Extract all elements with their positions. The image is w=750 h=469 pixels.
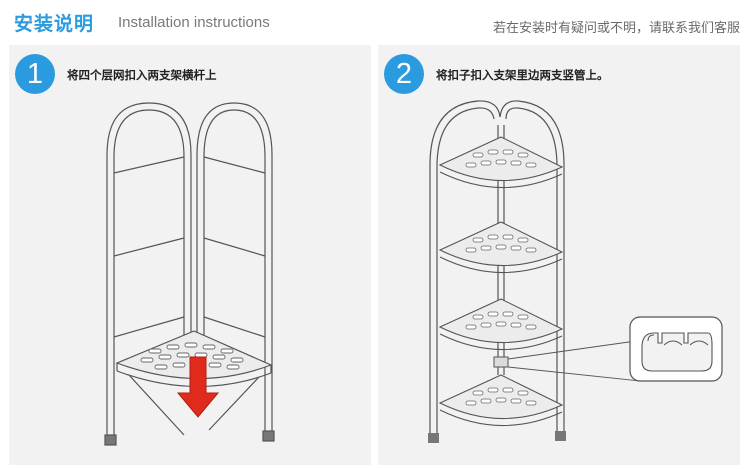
step-2-number: 2	[384, 54, 424, 94]
step-2-illustration	[428, 100, 723, 443]
header: 安装说明 Installation instructions 若在安装时有疑问或…	[0, 0, 750, 40]
page-subtitle: Installation instructions	[118, 14, 270, 31]
step-1-panel: 1 将四个层网扣入两支架横杆上	[9, 45, 371, 465]
step-2-text: 将扣子扣入支架里边两支竖管上。	[436, 68, 609, 82]
step-1-number: 1	[15, 54, 55, 94]
step-2-panel: 2 将扣子扣入支架里边两支竖管上。	[378, 45, 740, 465]
step-1-text: 将四个层网扣入两支架横杆上	[67, 68, 217, 82]
step-1-illustration	[104, 102, 275, 446]
clip-detail-icon	[629, 316, 723, 382]
support-note: 若在安装时有疑问或不明，请联系我们客服	[492, 21, 740, 36]
shelf-group	[438, 136, 564, 427]
page-title: 安装说明	[14, 13, 95, 35]
down-arrow-icon	[176, 356, 220, 418]
